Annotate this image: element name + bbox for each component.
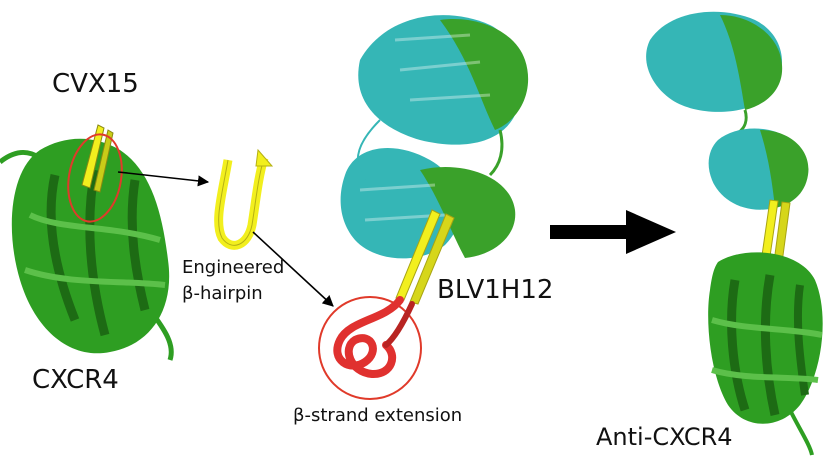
- beta-strand-extension: [333, 296, 415, 378]
- transformation-arrow: [550, 210, 676, 254]
- blv1h12-label: BLV1H12: [437, 275, 554, 305]
- cvx15-peptide: [81, 124, 114, 193]
- arrow-to-extension: [252, 231, 334, 307]
- extension-highlight-circle: [318, 296, 422, 400]
- anti-cxcr4-structure: [646, 11, 823, 456]
- engineered-label: Engineered: [182, 257, 285, 278]
- cxcr4-label: CXCR4: [32, 365, 119, 395]
- hairpin-label: β-hairpin: [182, 283, 263, 304]
- anti-cxcr4-label: Anti-CXCR4: [596, 423, 733, 451]
- cvx15-highlight-circle: [67, 133, 123, 223]
- extension-label: β-strand extension: [293, 405, 463, 426]
- engineered-hairpin: [214, 148, 274, 250]
- arrow-to-hairpin: [117, 171, 210, 187]
- cvx15-label: CVX15: [52, 69, 139, 99]
- cxcr4-structure: [0, 138, 174, 361]
